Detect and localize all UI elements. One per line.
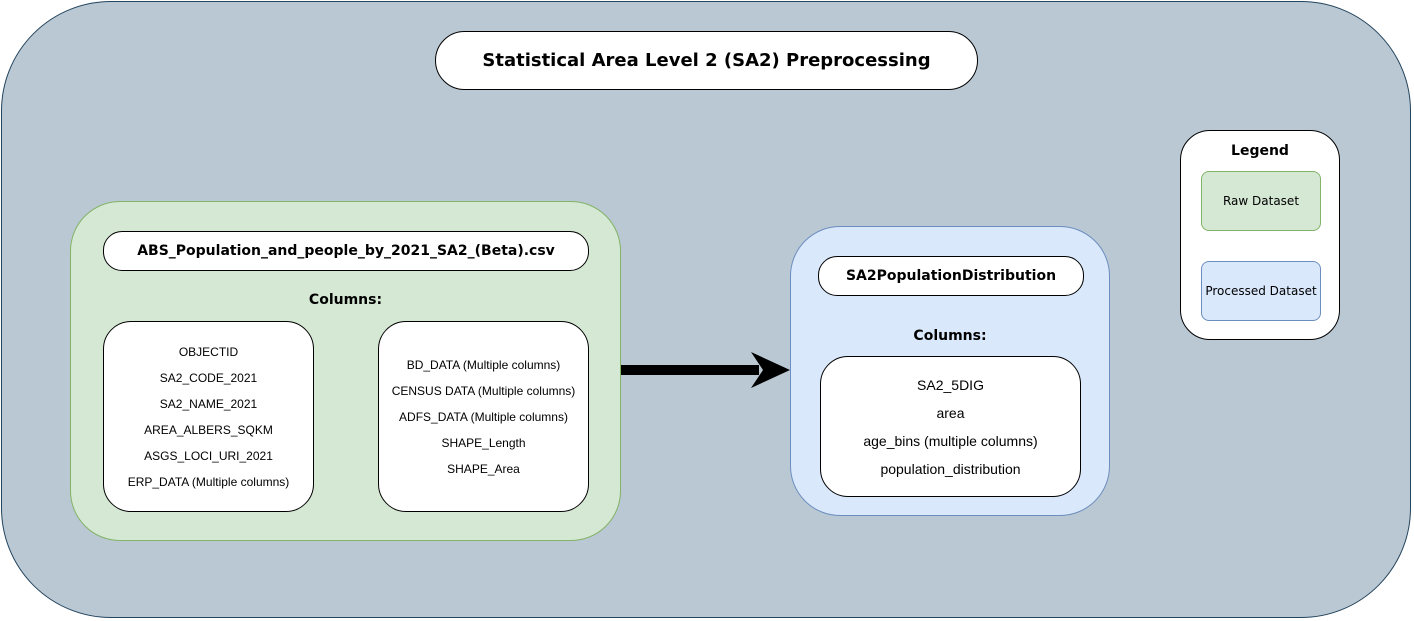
processed-columns-label: Columns: (913, 328, 987, 344)
raw-columns-label: Columns: (308, 292, 383, 308)
raw-dataset-name-text: ABS_Population_and_people_by_2021_SA2_(B… (137, 243, 555, 259)
column-item: SA2_NAME_2021 (159, 396, 258, 411)
legend: Legend Raw Dataset Processed Dataset (1180, 130, 1340, 340)
process-arrow-shaft (621, 365, 759, 375)
column-item: age_bins (multiple columns) (863, 432, 1038, 449)
column-item: AREA_ALBERS_SQKM (144, 422, 273, 437)
raw-dataset-name: ABS_Population_and_people_by_2021_SA2_(B… (103, 231, 589, 271)
legend-item-raw-dataset: Raw Dataset (1201, 171, 1321, 231)
processed-dataset-container: SA2PopulationDistribution Columns: SA2_5… (790, 226, 1110, 516)
column-item: SA2_5DIG (917, 376, 984, 393)
legend-item-label: Processed Dataset (1205, 284, 1317, 298)
diagram-title: Statistical Area Level 2 (SA2) Preproces… (435, 31, 978, 90)
processed-columns-box: SA2_5DIG area age_bins (multiple columns… (820, 356, 1081, 497)
legend-title: Legend (1231, 143, 1289, 159)
process-arrow-head (751, 352, 790, 388)
column-item: SHAPE_Length (441, 435, 526, 450)
column-item: OBJECTID (178, 344, 239, 359)
process-arrow (621, 352, 790, 388)
raw-columns-left-box: OBJECTID SA2_CODE_2021 SA2_NAME_2021 ARE… (103, 321, 314, 512)
legend-item-processed-dataset: Processed Dataset (1201, 261, 1321, 321)
column-item: SA2_CODE_2021 (159, 370, 258, 385)
column-item: BD_DATA (Multiple columns) (406, 357, 561, 372)
column-item: ADFS_DATA (Multiple columns) (399, 409, 568, 424)
column-item: area (936, 404, 965, 421)
column-item: ASGS_LOCI_URI_2021 (144, 448, 273, 463)
column-item: population_distribution (880, 460, 1021, 477)
raw-dataset-container: ABS_Population_and_people_by_2021_SA2_(B… (70, 201, 621, 541)
raw-columns-right-box: BD_DATA (Multiple columns) CENSUS DATA (… (378, 321, 589, 512)
processed-dataset-name: SA2PopulationDistribution (818, 256, 1084, 296)
column-item: CENSUS DATA (Multiple columns) (391, 383, 576, 398)
diagram-title-text: Statistical Area Level 2 (SA2) Preproces… (482, 50, 931, 71)
column-item: SHAPE_Area (447, 461, 520, 476)
column-item: ERP_DATA (Multiple columns) (127, 474, 290, 489)
legend-item-label: Raw Dataset (1222, 194, 1300, 208)
processed-dataset-name-text: SA2PopulationDistribution (845, 268, 1057, 284)
